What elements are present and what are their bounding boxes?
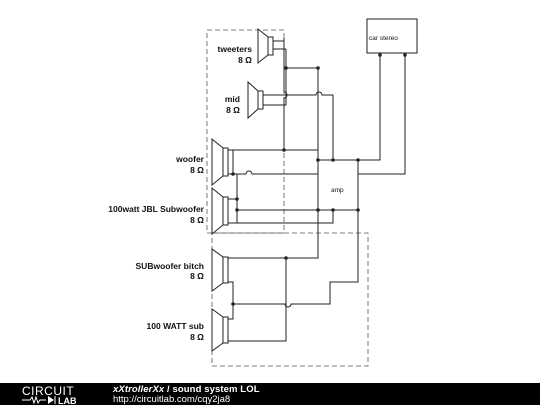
logo-top-text: CIRCUIT xyxy=(22,384,74,398)
circuit-name[interactable]: sound system LOL xyxy=(172,384,260,395)
subwoofer-bitch-speaker[interactable] xyxy=(211,248,229,292)
watt-sub-name-label: 100 WATT sub xyxy=(147,321,204,331)
mid-labels: mid 8 Ω xyxy=(225,94,240,115)
schematic-canvas: car stereo amp tweeters 8 Ω mid 8 Ω woof… xyxy=(108,18,418,367)
jbl-subwoofer-speaker[interactable] xyxy=(211,186,229,236)
jbl-sub-name-label: 100watt JBL Subwoofer xyxy=(108,204,204,214)
mid-speaker[interactable] xyxy=(247,80,264,120)
woofer-speaker[interactable] xyxy=(211,137,229,187)
mid-impedance-label: 8 Ω xyxy=(226,105,240,115)
watt-sub-labels: 100 WATT sub 8 Ω xyxy=(147,321,205,342)
jbl-sub-impedance-label: 8 Ω xyxy=(190,215,204,225)
circuitlab-logo[interactable]: CIRCUIT LAB xyxy=(22,383,96,405)
amp-block[interactable]: amp xyxy=(317,159,359,211)
woofer-impedance-label: 8 Ω xyxy=(190,165,204,175)
tweeter-speaker[interactable] xyxy=(257,27,286,65)
watt-sub-impedance-label: 8 Ω xyxy=(190,332,204,342)
woofer-labels: woofer 8 Ω xyxy=(175,154,205,175)
lower-sub-group-box xyxy=(211,232,369,367)
woofer-name-label: woofer xyxy=(175,154,205,164)
jbl-sub-labels: 100watt JBL Subwoofer 8 Ω xyxy=(108,204,204,225)
tweeter-name-label: tweeters xyxy=(218,44,253,54)
logo-bottom-text: LAB xyxy=(58,396,77,405)
mid-name-label: mid xyxy=(225,94,240,104)
speaker-wiring xyxy=(228,41,360,342)
circuit-title: xXtrollerXx / sound system LOL xyxy=(113,384,260,395)
car-stereo-label: car stereo xyxy=(369,35,398,42)
author-name[interactable]: xXtrollerXx xyxy=(113,384,165,395)
stereo-to-amp-wires xyxy=(318,53,407,175)
footer-bar: CIRCUIT LAB xXtrollerXx / sound system L… xyxy=(0,383,540,405)
circuit-url-link[interactable]: http://circuitlab.com/cqy2ja8 xyxy=(113,394,231,405)
tweeter-impedance-label: 8 Ω xyxy=(238,55,252,65)
resistor-wave-icon xyxy=(22,395,56,405)
tweeter-labels: tweeters 8 Ω xyxy=(218,44,253,65)
sub-bitch-name-label: SUBwoofer bitch xyxy=(136,261,204,271)
watt-sub-speaker[interactable] xyxy=(211,308,229,352)
title-separator: / xyxy=(164,384,173,395)
amp-label: amp xyxy=(331,187,344,194)
subwoofer-bitch-labels: SUBwoofer bitch 8 Ω xyxy=(136,261,205,281)
car-stereo-block[interactable]: car stereo xyxy=(366,18,418,54)
sub-bitch-impedance-label: 8 Ω xyxy=(190,271,204,281)
